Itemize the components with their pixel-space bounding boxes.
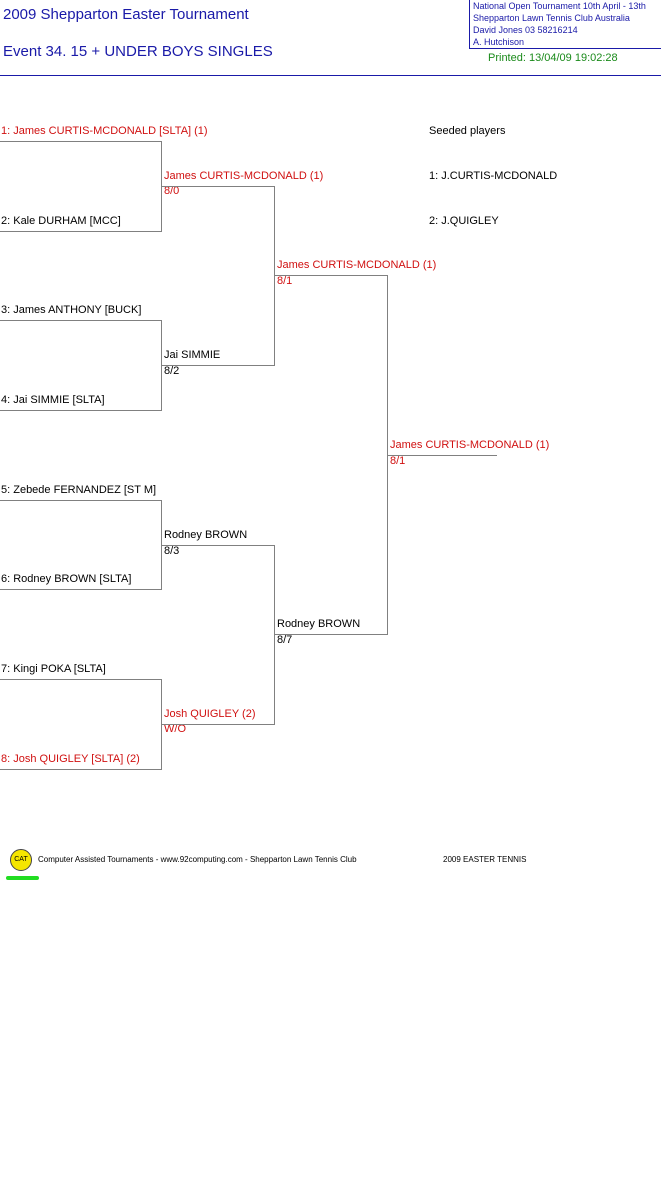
tournament-title: 2009 Shepparton Easter Tournament	[3, 6, 249, 23]
player-entry-7: 7: Kingi POKA [SLTA]	[1, 663, 106, 675]
bracket-line	[161, 679, 162, 770]
bracket-line	[0, 769, 161, 770]
bracket-line	[388, 455, 497, 456]
seeded-player-2: 2: J.QUIGLEY	[429, 215, 499, 227]
info-line: National Open Tournament 10th April - 13…	[473, 1, 646, 11]
header-rule	[0, 75, 661, 76]
round2-winner-1: James CURTIS-MCDONALD (1)	[164, 170, 324, 182]
bracket-line	[275, 634, 387, 635]
info-line: David Jones 03 58216214	[473, 25, 578, 35]
bracket-line	[0, 320, 161, 321]
bracket-line	[0, 141, 161, 142]
bracket-line	[387, 275, 388, 635]
player-entry-6: 6: Rodney BROWN [SLTA]	[1, 573, 132, 585]
bracket-line	[0, 231, 161, 232]
bracket-line	[161, 500, 162, 590]
tournament-info-box: National Open Tournament 10th April - 13…	[469, 0, 661, 49]
round2-winner-4: Josh QUIGLEY (2)	[164, 708, 256, 720]
final-score: 8/1	[390, 455, 406, 467]
round2-winner-3: Rodney BROWN	[164, 529, 248, 541]
semifinal-score-2: 8/7	[277, 634, 293, 646]
info-line: A. Hutchison	[473, 37, 525, 47]
semifinal-winner-1: James CURTIS-MCDONALD (1)	[277, 259, 437, 271]
cat-logo-bar	[6, 876, 39, 880]
info-line: Shepparton Lawn Tennis Club Australia	[473, 13, 630, 23]
seeded-player-1: 1: J.CURTIS-MCDONALD	[429, 170, 558, 182]
bracket-line	[0, 410, 161, 411]
footer-credit: Computer Assisted Tournaments - www.92co…	[38, 855, 357, 864]
bracket-line	[161, 141, 162, 232]
round2-score-1: 8/0	[164, 185, 180, 197]
semifinal-score-1: 8/1	[277, 275, 293, 287]
player-entry-5: 5: Zebede FERNANDEZ [ST M]	[1, 484, 157, 496]
bracket-line	[162, 186, 274, 187]
round2-score-4: W/O	[164, 723, 186, 735]
cat-logo-icon: CAT	[10, 849, 32, 871]
bracket-line	[162, 724, 274, 725]
player-entry-1: 1: James CURTIS-MCDONALD [SLTA] (1)	[1, 125, 208, 137]
player-entry-4: 4: Jai SIMMIE [SLTA]	[1, 394, 105, 406]
round2-winner-2: Jai SIMMIE	[164, 349, 221, 361]
player-entry-3: 3: James ANTHONY [BUCK]	[1, 304, 142, 316]
bracket-line	[274, 545, 275, 725]
player-entry-2: 2: Kale DURHAM [MCC]	[1, 215, 121, 227]
bracket-line	[0, 679, 161, 680]
event-title: Event 34. 15 + UNDER BOYS SINGLES	[3, 43, 273, 60]
bracket-line	[162, 545, 274, 546]
footer-event: 2009 EASTER TENNIS	[443, 855, 527, 864]
bracket-line	[162, 365, 274, 366]
bracket-line	[274, 186, 275, 366]
bracket-line	[161, 320, 162, 411]
bracket-line	[275, 275, 387, 276]
player-entry-8: 8: Josh QUIGLEY [SLTA] (2)	[1, 753, 140, 765]
bracket-line	[0, 589, 161, 590]
round2-score-2: 8/2	[164, 365, 180, 377]
final-winner: James CURTIS-MCDONALD (1)	[390, 439, 550, 451]
printed-timestamp: Printed: 13/04/09 19:02:28	[488, 52, 618, 64]
semifinal-winner-2: Rodney BROWN	[277, 618, 361, 630]
round2-score-3: 8/3	[164, 545, 180, 557]
bracket-line	[0, 500, 161, 501]
seeded-players-heading: Seeded players	[429, 125, 506, 137]
